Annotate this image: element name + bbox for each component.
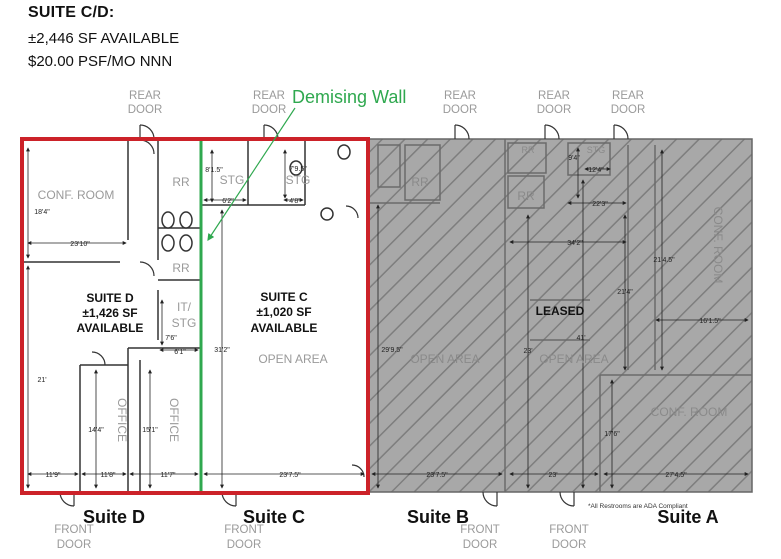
rear-door-4-b: DOOR [537, 104, 572, 116]
front-door-2-b: DOOR [227, 539, 262, 551]
dim-a2: 12'4" [588, 167, 604, 174]
listing-sf: ±2,446 SF AVAILABLE [28, 30, 180, 47]
dim-d6: 14'4" [88, 427, 104, 434]
conf-room-d-label: CONF. ROOM [38, 188, 115, 202]
dim-a10: 23' [548, 472, 557, 479]
dim-d1: 18'4" [34, 209, 50, 216]
suite-c-status: AVAILABLE [251, 321, 318, 335]
suite-c-name: SUITE C [260, 290, 308, 304]
rear-door-1-b: DOOR [128, 104, 163, 116]
front-door-1-b: DOOR [57, 539, 92, 551]
stg-2-label: STG [286, 173, 311, 187]
front-door-1-a: FRONT [54, 524, 94, 536]
rr-a-label: RR [522, 145, 535, 155]
listing-title: SUITE C/D: [28, 4, 115, 21]
dim-a8: 41' [576, 335, 585, 342]
conf-room-a-label: CONF. ROOM [651, 405, 728, 419]
conf-room-a2-label: CONF. ROOM [711, 207, 725, 284]
front-door-4-b: DOOR [552, 539, 587, 551]
dim-c4: 4'8" [289, 198, 301, 205]
rear-door-2-b: DOOR [252, 104, 287, 116]
dim-b2: 23'7.5" [426, 472, 448, 479]
dim-c1: 8'1.5" [205, 167, 223, 174]
dim-a7: 16'1.5" [699, 318, 721, 325]
dimension-lines [26, 147, 749, 489]
rear-door-5-b: DOOR [611, 104, 646, 116]
ada-footnote: *All Restrooms are ADA Compliant [588, 503, 688, 510]
suite-a-label: Suite A [657, 507, 718, 527]
suite-b-label: Suite B [407, 507, 469, 527]
front-door-4-a: FRONT [549, 524, 589, 536]
dim-d3: 21' [37, 377, 46, 384]
suite-c-info: SUITE C ±1,020 SF AVAILABLE [251, 290, 318, 335]
front-door-3-b: DOOR [463, 539, 498, 551]
listing-header: SUITE C/D: ±2,446 SF AVAILABLE $20.00 PS… [28, 4, 179, 76]
dim-c3: 7'9.5" [289, 166, 307, 173]
rear-door-4-a: REAR [538, 90, 570, 102]
rear-door-2-a: REAR [253, 90, 285, 102]
open-area-b-label: OPEN AREA [410, 352, 479, 366]
rear-door-3-b: DOOR [443, 104, 478, 116]
dim-a6: 21'4" [617, 289, 633, 296]
open-area-c-label: OPEN AREA [258, 352, 327, 366]
rear-door-3-a: REAR [444, 90, 476, 102]
demising-wall-arrow [207, 107, 296, 242]
dim-c5: 31'2" [214, 347, 230, 354]
dim-d10: 11'7" [161, 472, 176, 479]
suite-d-sf: ±1,426 SF [82, 306, 137, 320]
demising-wall-label: Demising Wall [292, 87, 406, 107]
leased-label: LEASED [536, 304, 585, 318]
leased-area [367, 138, 753, 493]
listing-rate: $20.00 PSF/MO NNN [28, 53, 173, 70]
suite-c-label: Suite C [243, 507, 305, 527]
open-area-a-label: OPEN AREA [539, 352, 608, 366]
dim-d8: 11'9" [46, 472, 61, 479]
suite-d-name: SUITE D [86, 291, 134, 305]
dim-c6: 23'7.5" [279, 472, 301, 479]
rr-2-label: RR [172, 261, 190, 275]
dim-a11: 27'4.5" [665, 472, 687, 479]
dim-a9: 17'6" [604, 431, 620, 438]
dim-d9: 11'8" [101, 472, 116, 479]
suite-c-sf: ±1,020 SF [256, 305, 311, 319]
door-labels: REAR DOOR REAR DOOR REAR DOOR REAR DOOR … [54, 90, 645, 551]
stg-label: STG [220, 173, 245, 187]
dimension-texts: 18'4" 23'10" 21' 7'6" 6'1" 14'4" 15'1" 1… [34, 155, 721, 479]
suite-d-label: Suite D [83, 507, 145, 527]
rr-b2-label: RR [517, 189, 535, 203]
room-labels: CONF. ROOM RR RR STG STG IT/ STG OFFICE … [38, 145, 728, 442]
leased-walls [368, 139, 752, 492]
office-1-label: OFFICE [115, 398, 129, 442]
dim-c2: 6'2" [222, 198, 234, 205]
rr-b-label: RR [411, 175, 429, 189]
dim-a5: 21'4.5" [653, 257, 675, 264]
suite-d-info: SUITE D ±1,426 SF AVAILABLE [77, 291, 144, 335]
dim-d4: 7'6" [165, 335, 177, 342]
restroom-fixtures [161, 144, 351, 252]
dim-b3: 23' [523, 348, 532, 355]
it-stg-label-b: STG [172, 316, 197, 330]
dim-a4: 34'2" [567, 240, 583, 247]
rear-door-5-a: REAR [612, 90, 644, 102]
suite-d-status: AVAILABLE [77, 321, 144, 335]
it-stg-label-a: IT/ [177, 300, 192, 314]
dim-a1: 9'4" [568, 155, 580, 162]
office-2-label: OFFICE [167, 398, 181, 442]
dim-d5: 6'1" [174, 349, 186, 356]
dim-b1: 29'9.5" [381, 347, 403, 354]
stg-a-label: STG [587, 145, 606, 155]
dim-d7: 15'1" [142, 427, 158, 434]
dim-a3: 22'3" [592, 201, 608, 208]
dim-d2: 23'10" [70, 241, 90, 248]
front-door-3-a: FRONT [460, 524, 500, 536]
rr-1-label: RR [172, 175, 190, 189]
front-door-2-a: FRONT [224, 524, 264, 536]
available-outline [20, 137, 370, 495]
rear-door-1-a: REAR [129, 90, 161, 102]
